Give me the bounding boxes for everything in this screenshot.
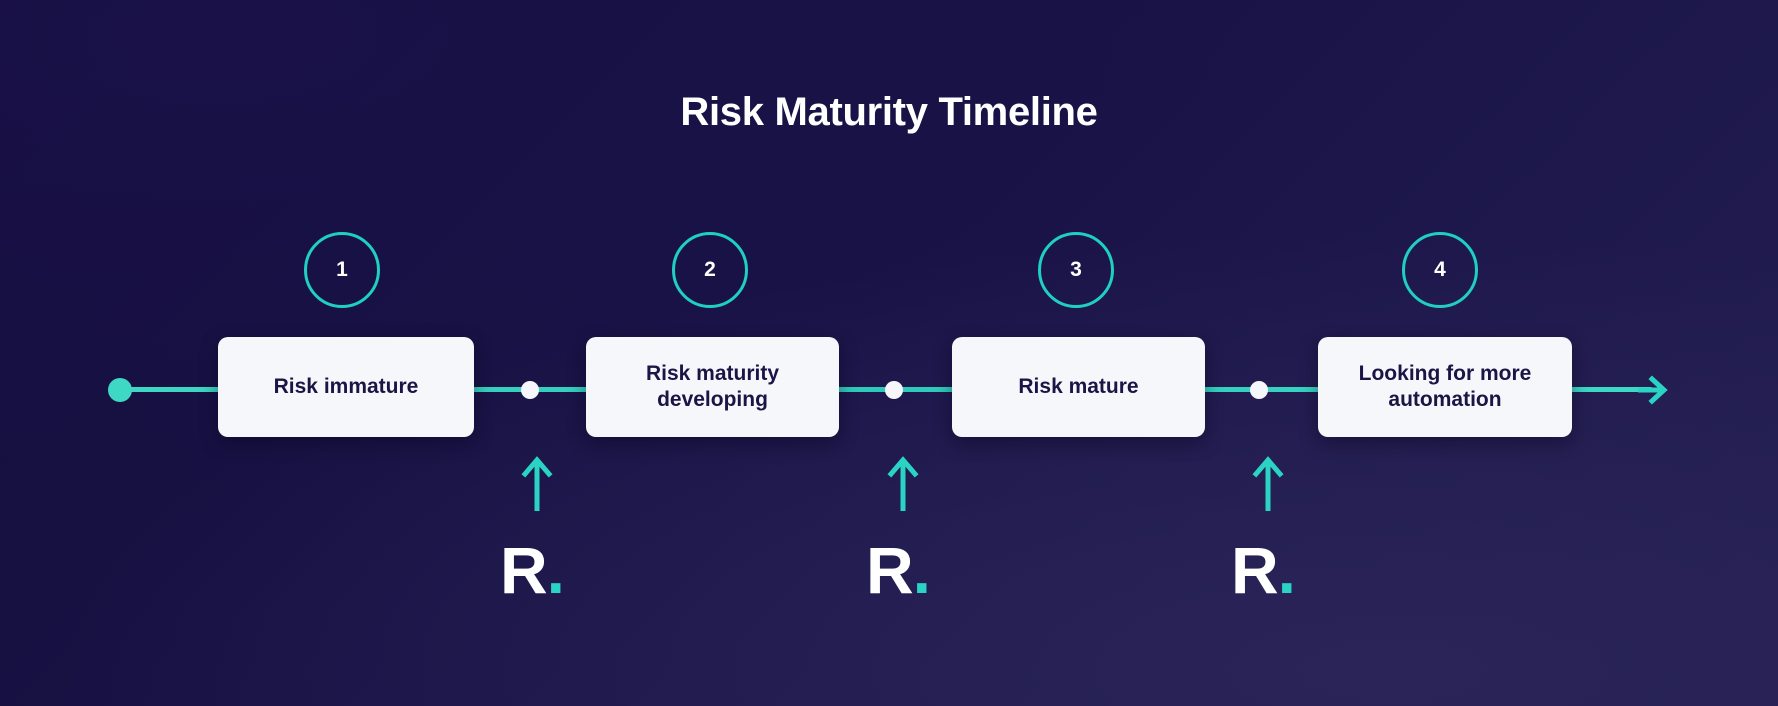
step-number-circle-4[interactable]: 4 — [1402, 232, 1478, 308]
step-number-label: 2 — [704, 258, 716, 281]
timeline-start-dot — [108, 378, 132, 402]
step-number-circle-2[interactable]: 2 — [672, 232, 748, 308]
timeline-card-2[interactable]: Risk maturity developing — [586, 337, 839, 437]
arrow-up-icon — [520, 455, 554, 513]
timeline-card-label: Risk immature — [273, 374, 419, 398]
brand-logo: R. — [866, 537, 931, 603]
timeline-node-dot — [1250, 381, 1268, 399]
brand-logo-letter: R — [866, 533, 914, 607]
brand-logo: R. — [1231, 537, 1296, 603]
timeline-card-line: Looking for more — [1358, 361, 1532, 385]
timeline-card-label: Looking for more automation — [1359, 361, 1532, 414]
step-number-label: 1 — [336, 258, 348, 281]
timeline-card-3[interactable]: Risk mature — [952, 337, 1205, 437]
brand-logo-dot: . — [1277, 533, 1296, 607]
brand-logo-letter: R — [500, 533, 548, 607]
timeline-card-line: automation — [1388, 388, 1502, 411]
timeline-card-line: Risk maturity — [645, 361, 780, 385]
brand-logo: R. — [500, 537, 565, 603]
step-number-circle-3[interactable]: 3 — [1038, 232, 1114, 308]
arrow-up-icon — [1251, 455, 1285, 513]
arrow-right-icon — [1632, 371, 1670, 409]
timeline-card-line: developing — [657, 388, 768, 411]
page-title: Risk Maturity Timeline — [680, 90, 1098, 134]
brand-logo-letter: R — [1231, 533, 1279, 607]
timeline-card-1[interactable]: Risk immature — [218, 337, 474, 437]
timeline-node-dot — [521, 381, 539, 399]
arrow-up-icon — [886, 455, 920, 513]
timeline-card-label: Risk maturity developing — [646, 361, 779, 414]
timeline-node-dot — [885, 381, 903, 399]
timeline-card-label: Risk mature — [1018, 374, 1139, 398]
step-number-label: 3 — [1070, 258, 1082, 281]
brand-logo-dot: . — [912, 533, 931, 607]
timeline-card-4[interactable]: Looking for more automation — [1318, 337, 1572, 437]
step-number-circle-1[interactable]: 1 — [304, 232, 380, 308]
brand-logo-dot: . — [546, 533, 565, 607]
step-number-label: 4 — [1434, 258, 1446, 281]
